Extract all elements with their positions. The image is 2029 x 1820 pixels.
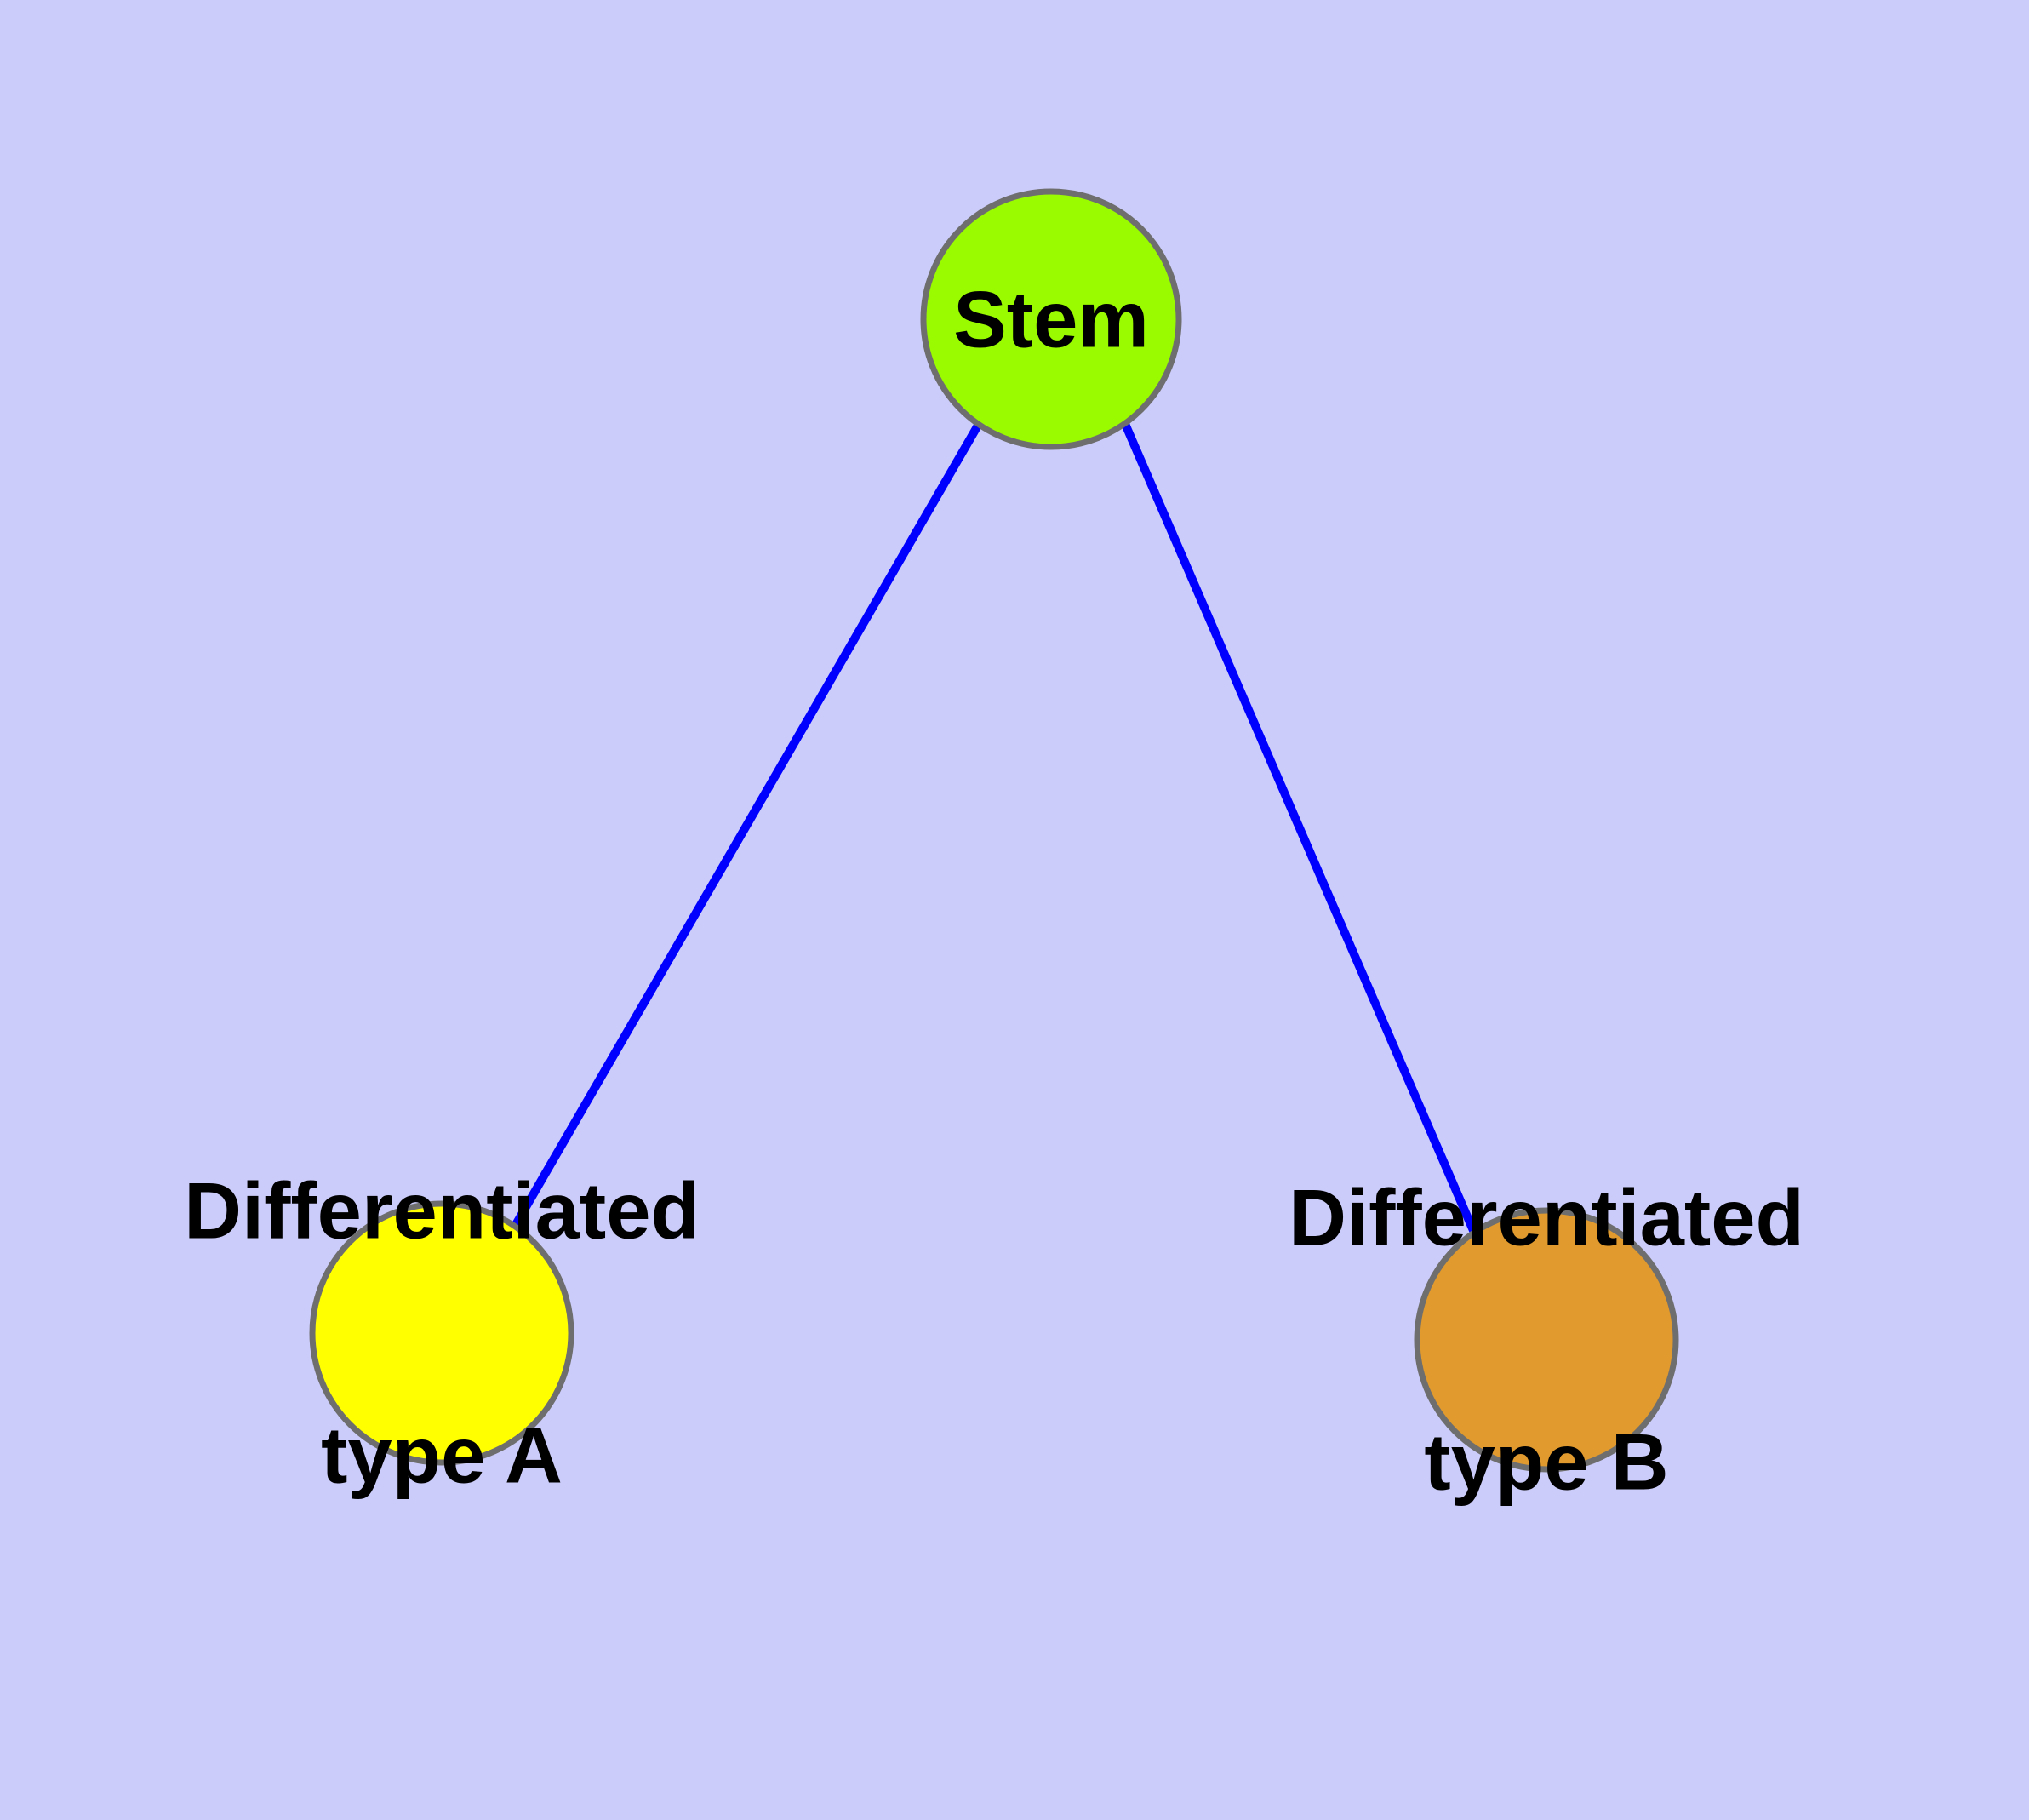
node-stem-circle[interactable]	[920, 188, 1182, 450]
node-diff-b-circle[interactable]	[1414, 1207, 1679, 1473]
edge-layer	[510, 421, 1479, 1236]
node-diff-a-circle[interactable]	[309, 1200, 574, 1466]
edge-stem-to-diff-b[interactable]	[1121, 422, 1479, 1236]
edge-stem-to-diff-a[interactable]	[510, 421, 983, 1230]
node-layer	[309, 188, 1679, 1473]
